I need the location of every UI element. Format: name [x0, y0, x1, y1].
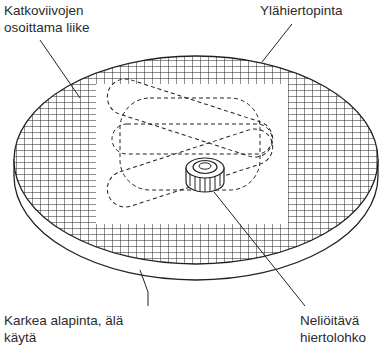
leader-lines: [40, 24, 305, 306]
part-label: Neliöitävä hiertolohko: [300, 312, 390, 346]
part-label: Ylähiertopinta: [260, 2, 388, 19]
lapping-block: [186, 158, 224, 192]
part-label: Katkoviivojen osoittama liike: [4, 2, 144, 36]
work-area: [96, 84, 288, 224]
part-label: Karkea alapinta, älä käytä: [4, 312, 142, 346]
motion-paths: [103, 74, 278, 211]
grid-hatching: [0, 50, 392, 270]
